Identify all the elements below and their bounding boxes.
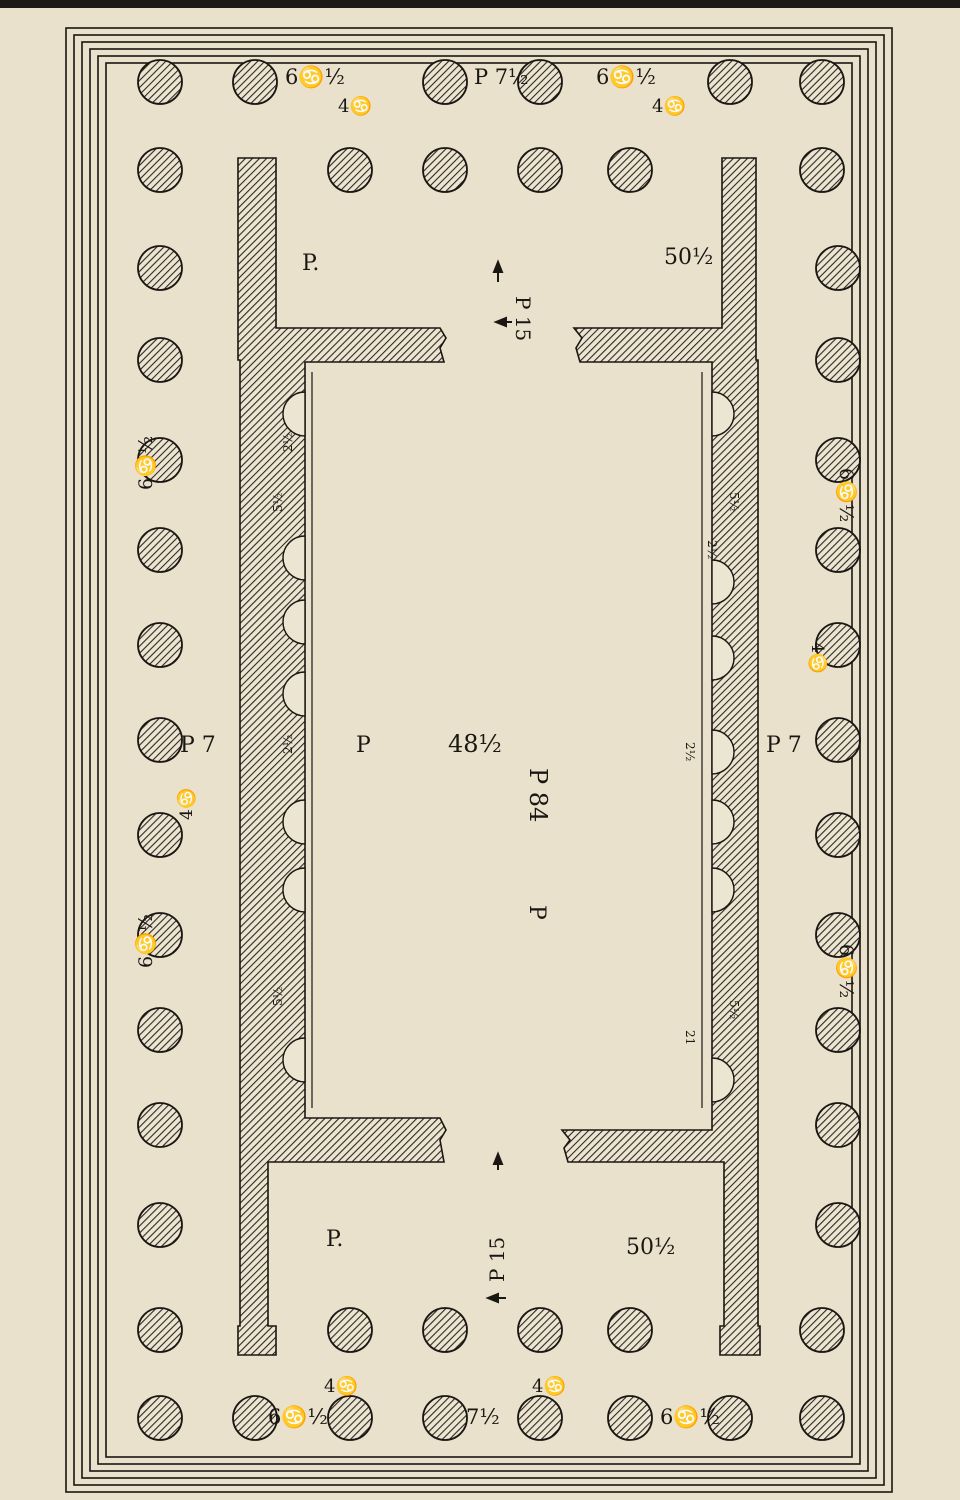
cella-p-left-label: P	[356, 733, 371, 758]
posticum-width-label: 50½	[626, 1235, 675, 1260]
column	[422, 59, 468, 105]
wall-left-d-label: 5½	[271, 987, 285, 1006]
column	[137, 1007, 183, 1053]
column	[815, 437, 861, 483]
column	[137, 337, 183, 383]
wall-right-c-label: 2½	[683, 742, 697, 761]
pronaos-left-p-label: P.	[302, 251, 319, 276]
column	[137, 245, 183, 291]
top-right-diameter-label: 4♋	[652, 95, 686, 117]
cella-niches	[282, 391, 735, 1103]
column	[815, 1007, 861, 1053]
column	[815, 1202, 861, 1248]
top-edge-shadow	[0, 0, 960, 8]
column	[815, 717, 861, 763]
dimension-labels: 6♋½ P 7½ 6♋½ 4♋ 4♋ P. P 15 50½ P 48½ P 8…	[134, 64, 858, 1429]
column	[517, 1307, 563, 1353]
top-center-span-label: P 7½	[474, 65, 529, 89]
column	[327, 1307, 373, 1353]
bottom-left-module-label: 6♋½	[268, 1404, 328, 1429]
column	[137, 437, 183, 483]
wall-left-b-label: 5½	[271, 493, 285, 512]
column	[327, 1395, 373, 1441]
column	[422, 1395, 468, 1441]
side-right-span-label: P 7	[766, 733, 802, 758]
door-arrows	[485, 259, 512, 1304]
column	[707, 1395, 753, 1441]
stylobate-steps	[65, 27, 893, 1493]
column	[517, 147, 563, 193]
column	[607, 1395, 653, 1441]
side-left-span-label: P 7	[180, 733, 216, 758]
column	[137, 1395, 183, 1441]
column	[799, 1395, 845, 1441]
column	[137, 812, 183, 858]
column	[815, 245, 861, 291]
bottom-left-diameter-label: 4♋	[324, 1375, 358, 1397]
column	[137, 1307, 183, 1353]
column	[137, 147, 183, 193]
column	[327, 147, 373, 193]
column	[815, 912, 861, 958]
column	[137, 717, 183, 763]
side-left-module-lower-label: 6♋½	[134, 914, 157, 968]
column	[422, 1307, 468, 1353]
top-left-diameter-label: 4♋	[338, 95, 372, 117]
side-right-diameter-label: 4♋	[807, 642, 828, 674]
side-right-module-upper-label: 6♋½	[835, 468, 858, 522]
cella-inner-lines	[311, 372, 703, 1108]
pronaos-right-width-label: 50½	[664, 245, 713, 270]
column	[517, 1395, 563, 1441]
column	[815, 527, 861, 573]
column	[607, 147, 653, 193]
column	[137, 59, 183, 105]
column	[799, 1307, 845, 1353]
column	[137, 1102, 183, 1148]
top-left-module-label: 6♋½	[285, 64, 345, 89]
cella-width-label: 48½	[448, 730, 502, 758]
bottom-center-diameter-label: 4♋	[532, 1375, 566, 1397]
column	[137, 912, 183, 958]
wall-left-c-label: 2½	[281, 735, 295, 754]
side-right-module-lower-label: 6♋½	[835, 944, 858, 998]
column	[232, 1395, 278, 1441]
column	[815, 1102, 861, 1148]
posticum-depth-label: P 15	[485, 1237, 509, 1282]
wall-right-d-label: 5½	[727, 1000, 741, 1019]
colonnade	[137, 59, 861, 1441]
column	[137, 527, 183, 573]
column	[232, 59, 278, 105]
bottom-center-span-label: 7½	[466, 1405, 500, 1429]
cella-p-center-label: P	[524, 905, 549, 920]
posticum-p-label: P.	[326, 1227, 343, 1252]
bottom-right-module-label: 6♋½	[660, 1404, 720, 1429]
wall-right-e-label: 21	[683, 1030, 697, 1045]
column	[137, 1202, 183, 1248]
column	[607, 1307, 653, 1353]
top-right-module-label: 6♋½	[596, 64, 656, 89]
side-left-module-upper-label: 6♋½	[134, 436, 157, 490]
column	[799, 59, 845, 105]
column	[137, 622, 183, 668]
column	[517, 59, 563, 105]
wall-right-b-label: 2½	[705, 540, 719, 559]
column	[422, 147, 468, 193]
column	[707, 59, 753, 105]
column	[815, 812, 861, 858]
wall-right-a-label: 5½	[727, 492, 741, 511]
cella-length-label: P 84	[524, 768, 552, 822]
column	[815, 622, 861, 668]
wall-left-a-label: 2½	[281, 433, 295, 452]
column	[815, 337, 861, 383]
side-left-diameter-label: 4♋	[176, 788, 197, 820]
column	[799, 147, 845, 193]
pronaos-depth-label: P 15	[511, 296, 535, 341]
